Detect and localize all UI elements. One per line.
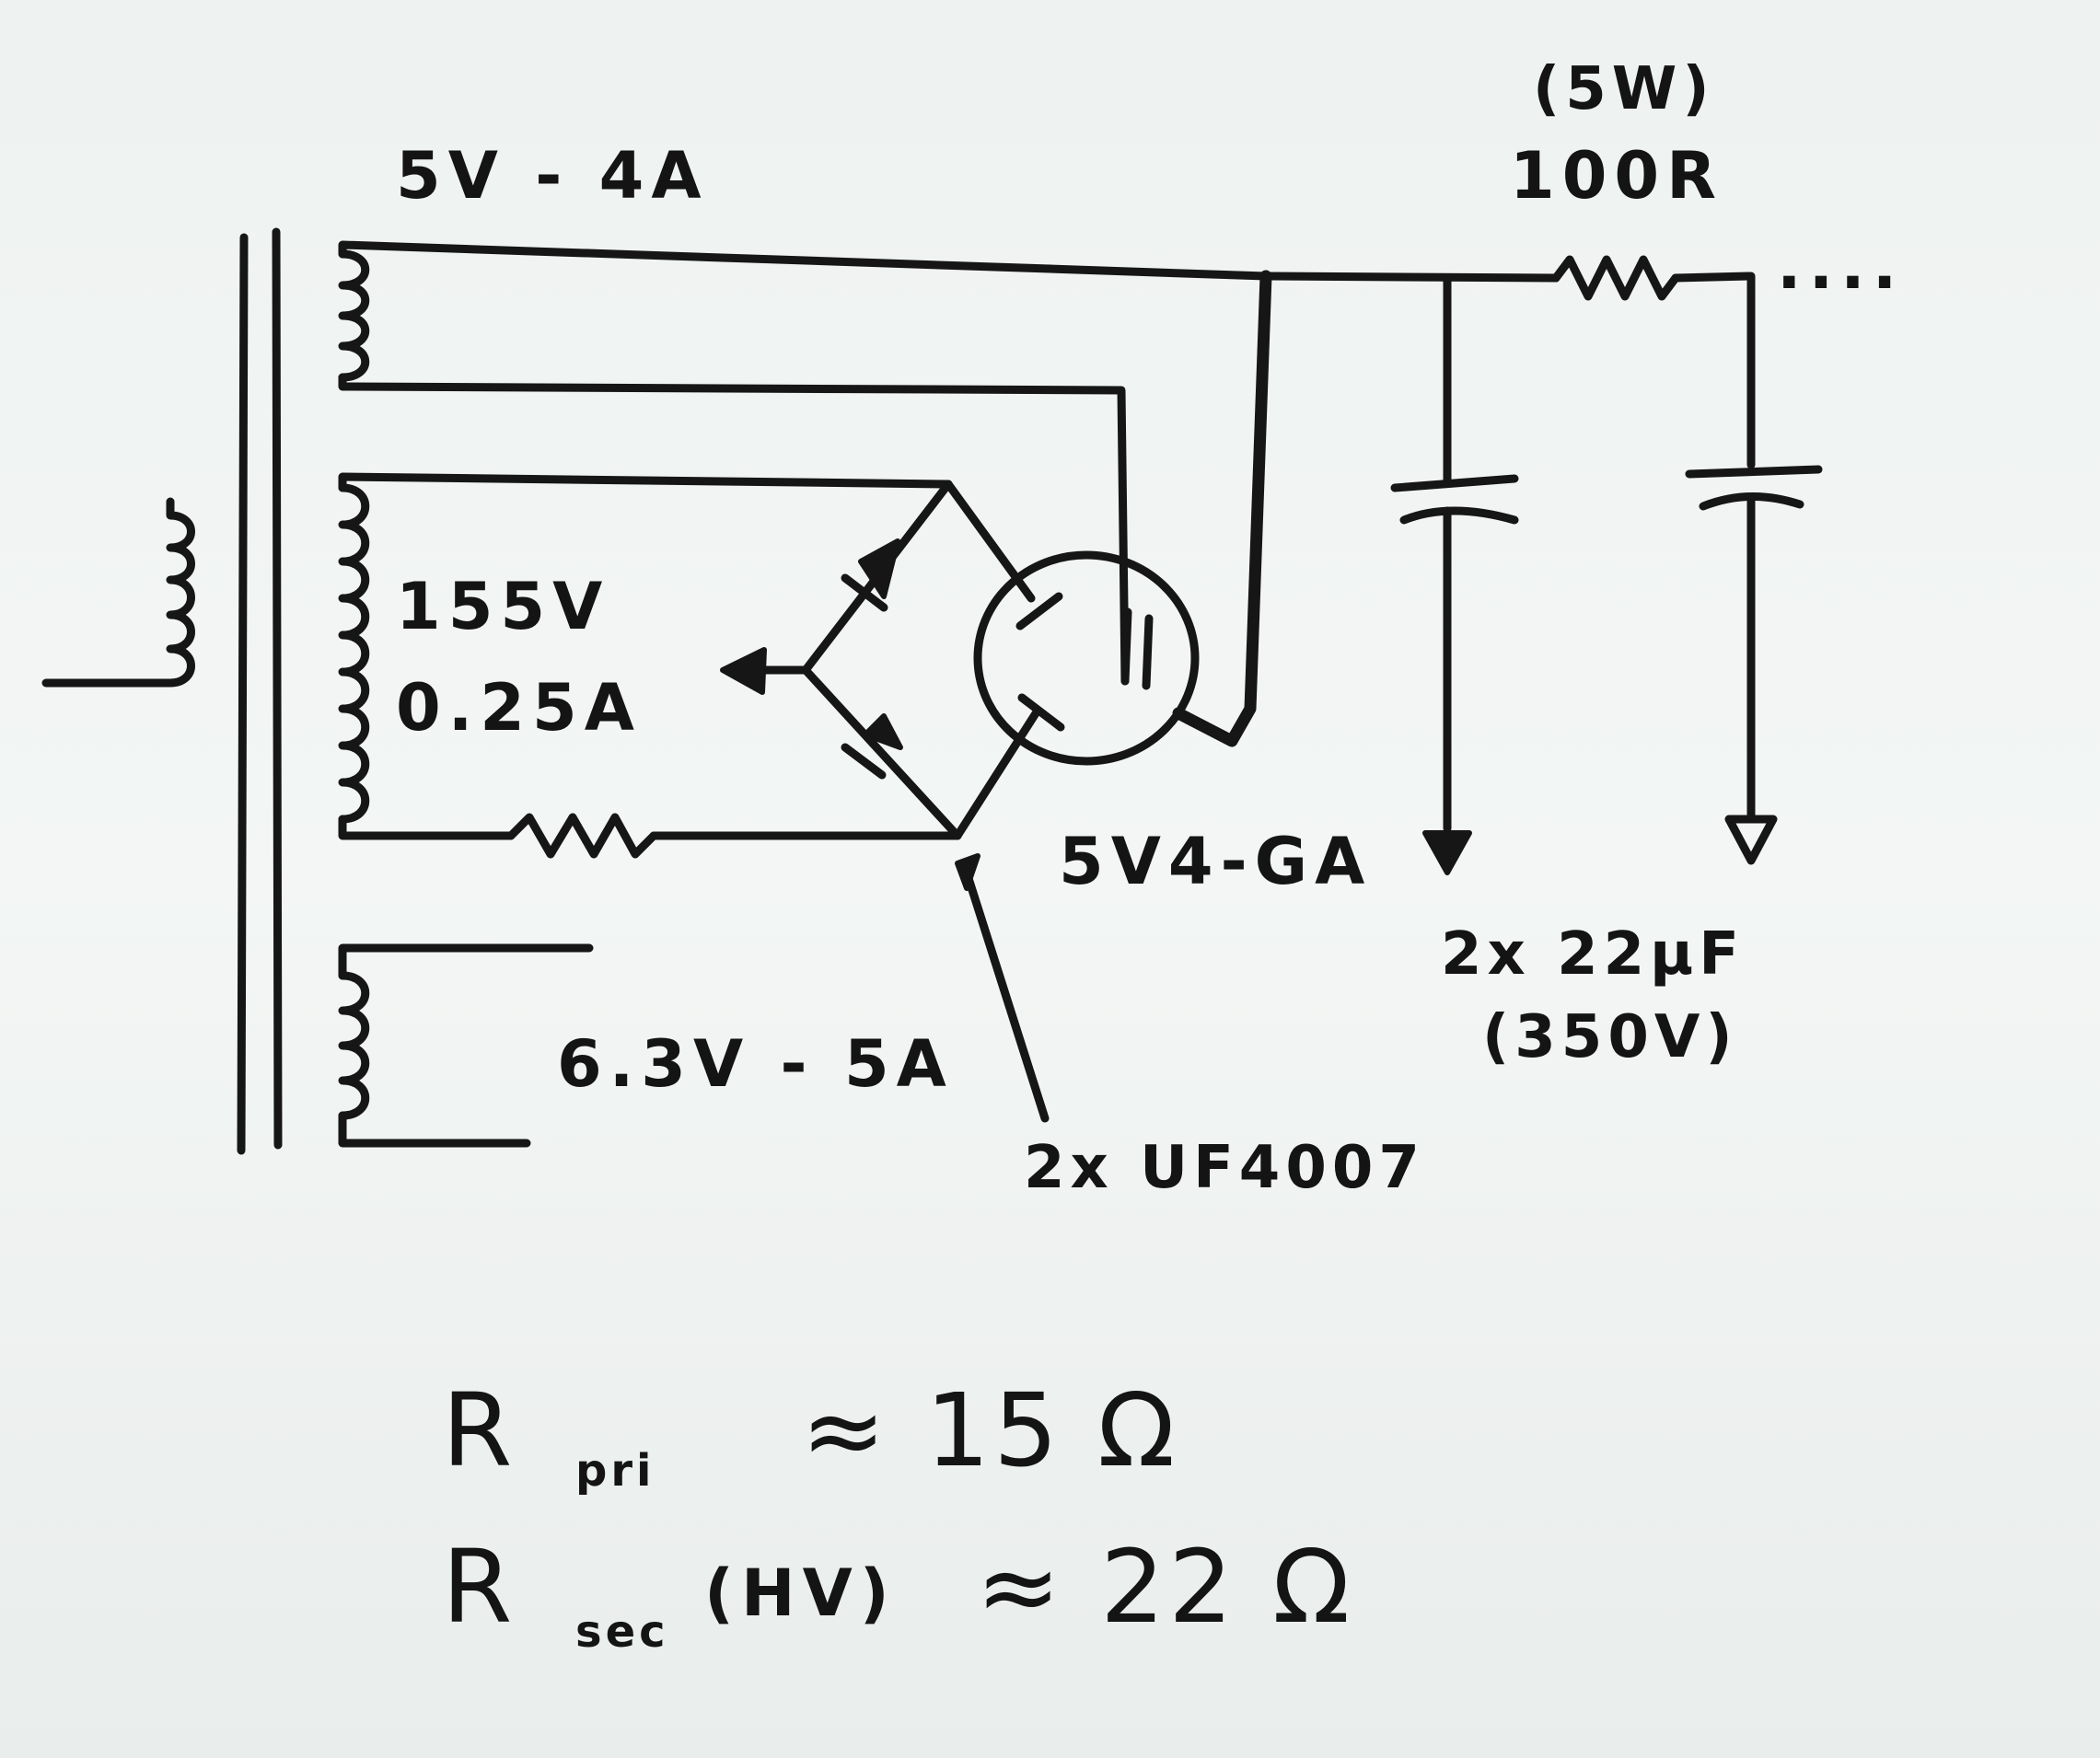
label-resistor-value: 100R — [1510, 138, 1724, 214]
wire-cathode-return — [1172, 270, 1272, 747]
arrow-bridge-out — [720, 647, 767, 695]
label-continuation: .... — [1777, 228, 1905, 304]
wire-heater-bottom — [338, 1111, 531, 1148]
capacitor-1 — [1390, 273, 1519, 875]
diode-lower — [841, 713, 903, 780]
note-rsec-subscript: sec — [575, 1606, 669, 1658]
winding-heater — [338, 971, 370, 1120]
label-tube: 5V4-GA — [1059, 824, 1373, 899]
label-heater: 6.3V - 5A — [557, 1026, 954, 1102]
note-rsec-hv: (HV) — [704, 1556, 897, 1631]
winding-5v — [338, 249, 370, 382]
wire-bridge-lower — [801, 665, 962, 840]
note-rsec-symbol: R — [442, 1528, 516, 1646]
label-capacitor-voltage: (350V) — [1482, 1003, 1738, 1071]
label-resistor-power: (5W) — [1533, 55, 1715, 123]
pointer-arrowhead — [955, 853, 980, 891]
note-rpri-subscript: pri — [575, 1445, 656, 1497]
resistor-100r — [1551, 255, 1680, 301]
label-hv-current: 0.25A — [396, 670, 642, 746]
resistor-hv — [506, 813, 658, 859]
wire-hv-bottom-left — [338, 815, 516, 840]
tube-5v4 — [973, 550, 1200, 766]
note-rpri-symbol: R — [442, 1371, 516, 1489]
primary-winding — [41, 497, 195, 688]
label-hv-voltage: 155V — [396, 569, 610, 644]
wire-hv-top — [338, 472, 953, 492]
label-diodes: 2x UF4007 — [1024, 1134, 1425, 1202]
wire-5v-top — [338, 240, 1270, 281]
capacitor-2 — [1685, 272, 1823, 865]
pointer-diodes — [962, 868, 1050, 1123]
wire-after-resistor — [1671, 272, 1754, 283]
wire-heater-top — [338, 943, 594, 980]
wire-bplus-bus — [1261, 272, 1560, 283]
note-rpri-value: ≈ 15 Ω — [801, 1371, 1179, 1489]
note-rsec-value: ≈ 22 Ω — [976, 1528, 1354, 1646]
transformer-core — [237, 227, 283, 1155]
label-capacitors: 2x 22µF — [1441, 920, 1745, 989]
wire-5v-bottom — [338, 373, 1130, 686]
winding-hv — [338, 483, 370, 824]
wire-plate-2 — [953, 709, 1040, 840]
diode-upper — [841, 538, 900, 612]
label-5v-winding: 5V - 4A — [396, 138, 709, 214]
